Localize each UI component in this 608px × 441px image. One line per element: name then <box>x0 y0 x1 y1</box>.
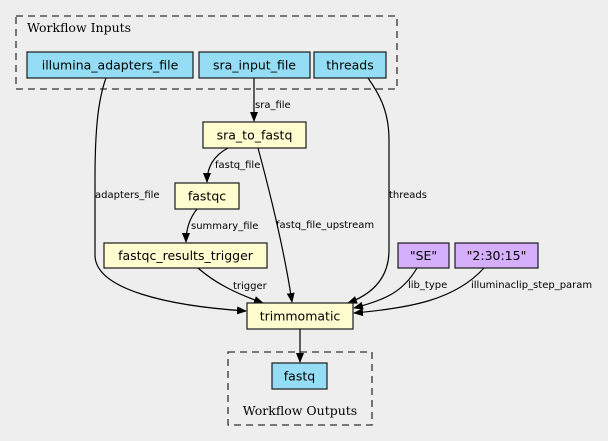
cluster-outputs-label: Workflow Outputs <box>243 403 357 418</box>
node-label: fastq <box>284 369 315 384</box>
node-fastqc-results-trigger[interactable]: fastqc_results_trigger <box>103 242 268 269</box>
node-label: illumina_adapters_file <box>42 58 179 73</box>
node-label: fastqc <box>188 189 226 204</box>
edge-trigger <box>197 267 264 304</box>
node-fastqc[interactable]: fastqc <box>174 182 240 210</box>
edge-label-threads: threads <box>389 190 427 201</box>
node-label: fastqc_results_trigger <box>118 248 254 263</box>
edge-adapters-file <box>94 77 247 315</box>
edge-label-illuminaclip-step-param: illuminaclip_step_param <box>471 280 592 291</box>
edge-illuminaclip-step-param <box>353 267 485 317</box>
edge-fastq-file <box>203 147 229 183</box>
node-trimmomatic[interactable]: trimmomatic <box>246 302 354 330</box>
node-constant-se[interactable]: "SE" <box>397 242 450 269</box>
edge-label-sra-file: sra_file <box>255 100 291 111</box>
edge-label-trigger: trigger <box>233 281 268 292</box>
cluster-inputs-label: Workflow Inputs <box>27 20 131 35</box>
node-sra-to-fastq[interactable]: sra_to_fastq <box>202 121 307 149</box>
node-illumina-adapters-file[interactable]: illumina_adapters_file <box>26 51 194 79</box>
node-label: sra_to_fastq <box>217 128 293 143</box>
node-sra-input-file[interactable]: sra_input_file <box>198 51 311 79</box>
edge-label-adapters-file: adapters_file <box>95 190 160 201</box>
node-label: sra_input_file <box>213 58 296 73</box>
edge-threads <box>347 77 390 304</box>
cluster-workflow-inputs: Workflow Inputs <box>15 15 398 90</box>
edge-label-summary-file: summary_file <box>191 221 258 232</box>
node-fastq-output[interactable]: fastq <box>271 362 328 390</box>
edge-fastq-file-upstream <box>257 147 295 303</box>
node-label: trimmomatic <box>260 309 341 324</box>
edge-summary-file <box>182 208 198 243</box>
edge-label-fastq-file-upstream: fastq_file_upstream <box>276 220 374 231</box>
edge-label-fastq-file: fastq_file <box>215 160 260 171</box>
edge-label-lib-type: lib_type <box>408 280 447 291</box>
edge-lib-type <box>353 267 418 310</box>
node-label: "2:30:15" <box>467 248 527 263</box>
edges: sra_file fastq_file summary_file adapter… <box>94 77 592 363</box>
node-label: "SE" <box>410 248 437 263</box>
nodes: illumina_adapters_file sra_input_file th… <box>26 51 539 390</box>
node-threads[interactable]: threads <box>313 51 387 79</box>
node-constant-illuminaclip[interactable]: "2:30:15" <box>454 242 539 269</box>
node-label: threads <box>326 58 374 73</box>
